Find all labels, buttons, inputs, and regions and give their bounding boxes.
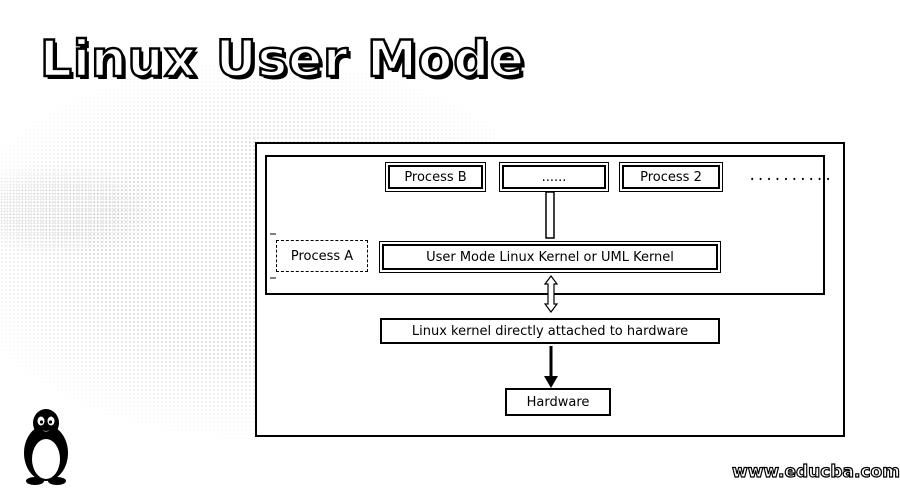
page-title: Linux User Mode — [39, 29, 526, 90]
process-b-box: Process B — [385, 162, 486, 192]
process-b-label: Process B — [404, 169, 467, 185]
process-a-label: Process A — [290, 248, 354, 264]
uml-kernel-label: User Mode Linux Kernel or UML Kernel — [426, 249, 674, 265]
watermark-text: www.educba.com — [731, 461, 900, 482]
connector-processes-to-uml — [545, 191, 555, 239]
host-kernel-label: Linux kernel directly attached to hardwa… — [411, 323, 689, 339]
process-a-box: Process A — [276, 240, 368, 272]
process-2-label: Process 2 — [640, 169, 702, 185]
more-processes-text: .......... — [748, 168, 833, 184]
hardware-box: Hardware — [505, 388, 611, 416]
double-arrow-uml-to-kernel — [543, 275, 559, 313]
uml-kernel-box: User Mode Linux Kernel or UML Kernel — [379, 241, 721, 273]
process-2-box: Process 2 — [619, 162, 723, 192]
arrow-kernel-to-hardware — [544, 346, 558, 388]
hardware-label: Hardware — [526, 394, 590, 410]
process-ellipsis-label: ...... — [541, 169, 567, 185]
process-ellipsis-box: ...... — [499, 162, 609, 192]
process-a-marks — [270, 233, 276, 279]
tux-penguin-icon — [24, 409, 68, 485]
host-kernel-box: Linux kernel directly attached to hardwa… — [380, 318, 720, 344]
